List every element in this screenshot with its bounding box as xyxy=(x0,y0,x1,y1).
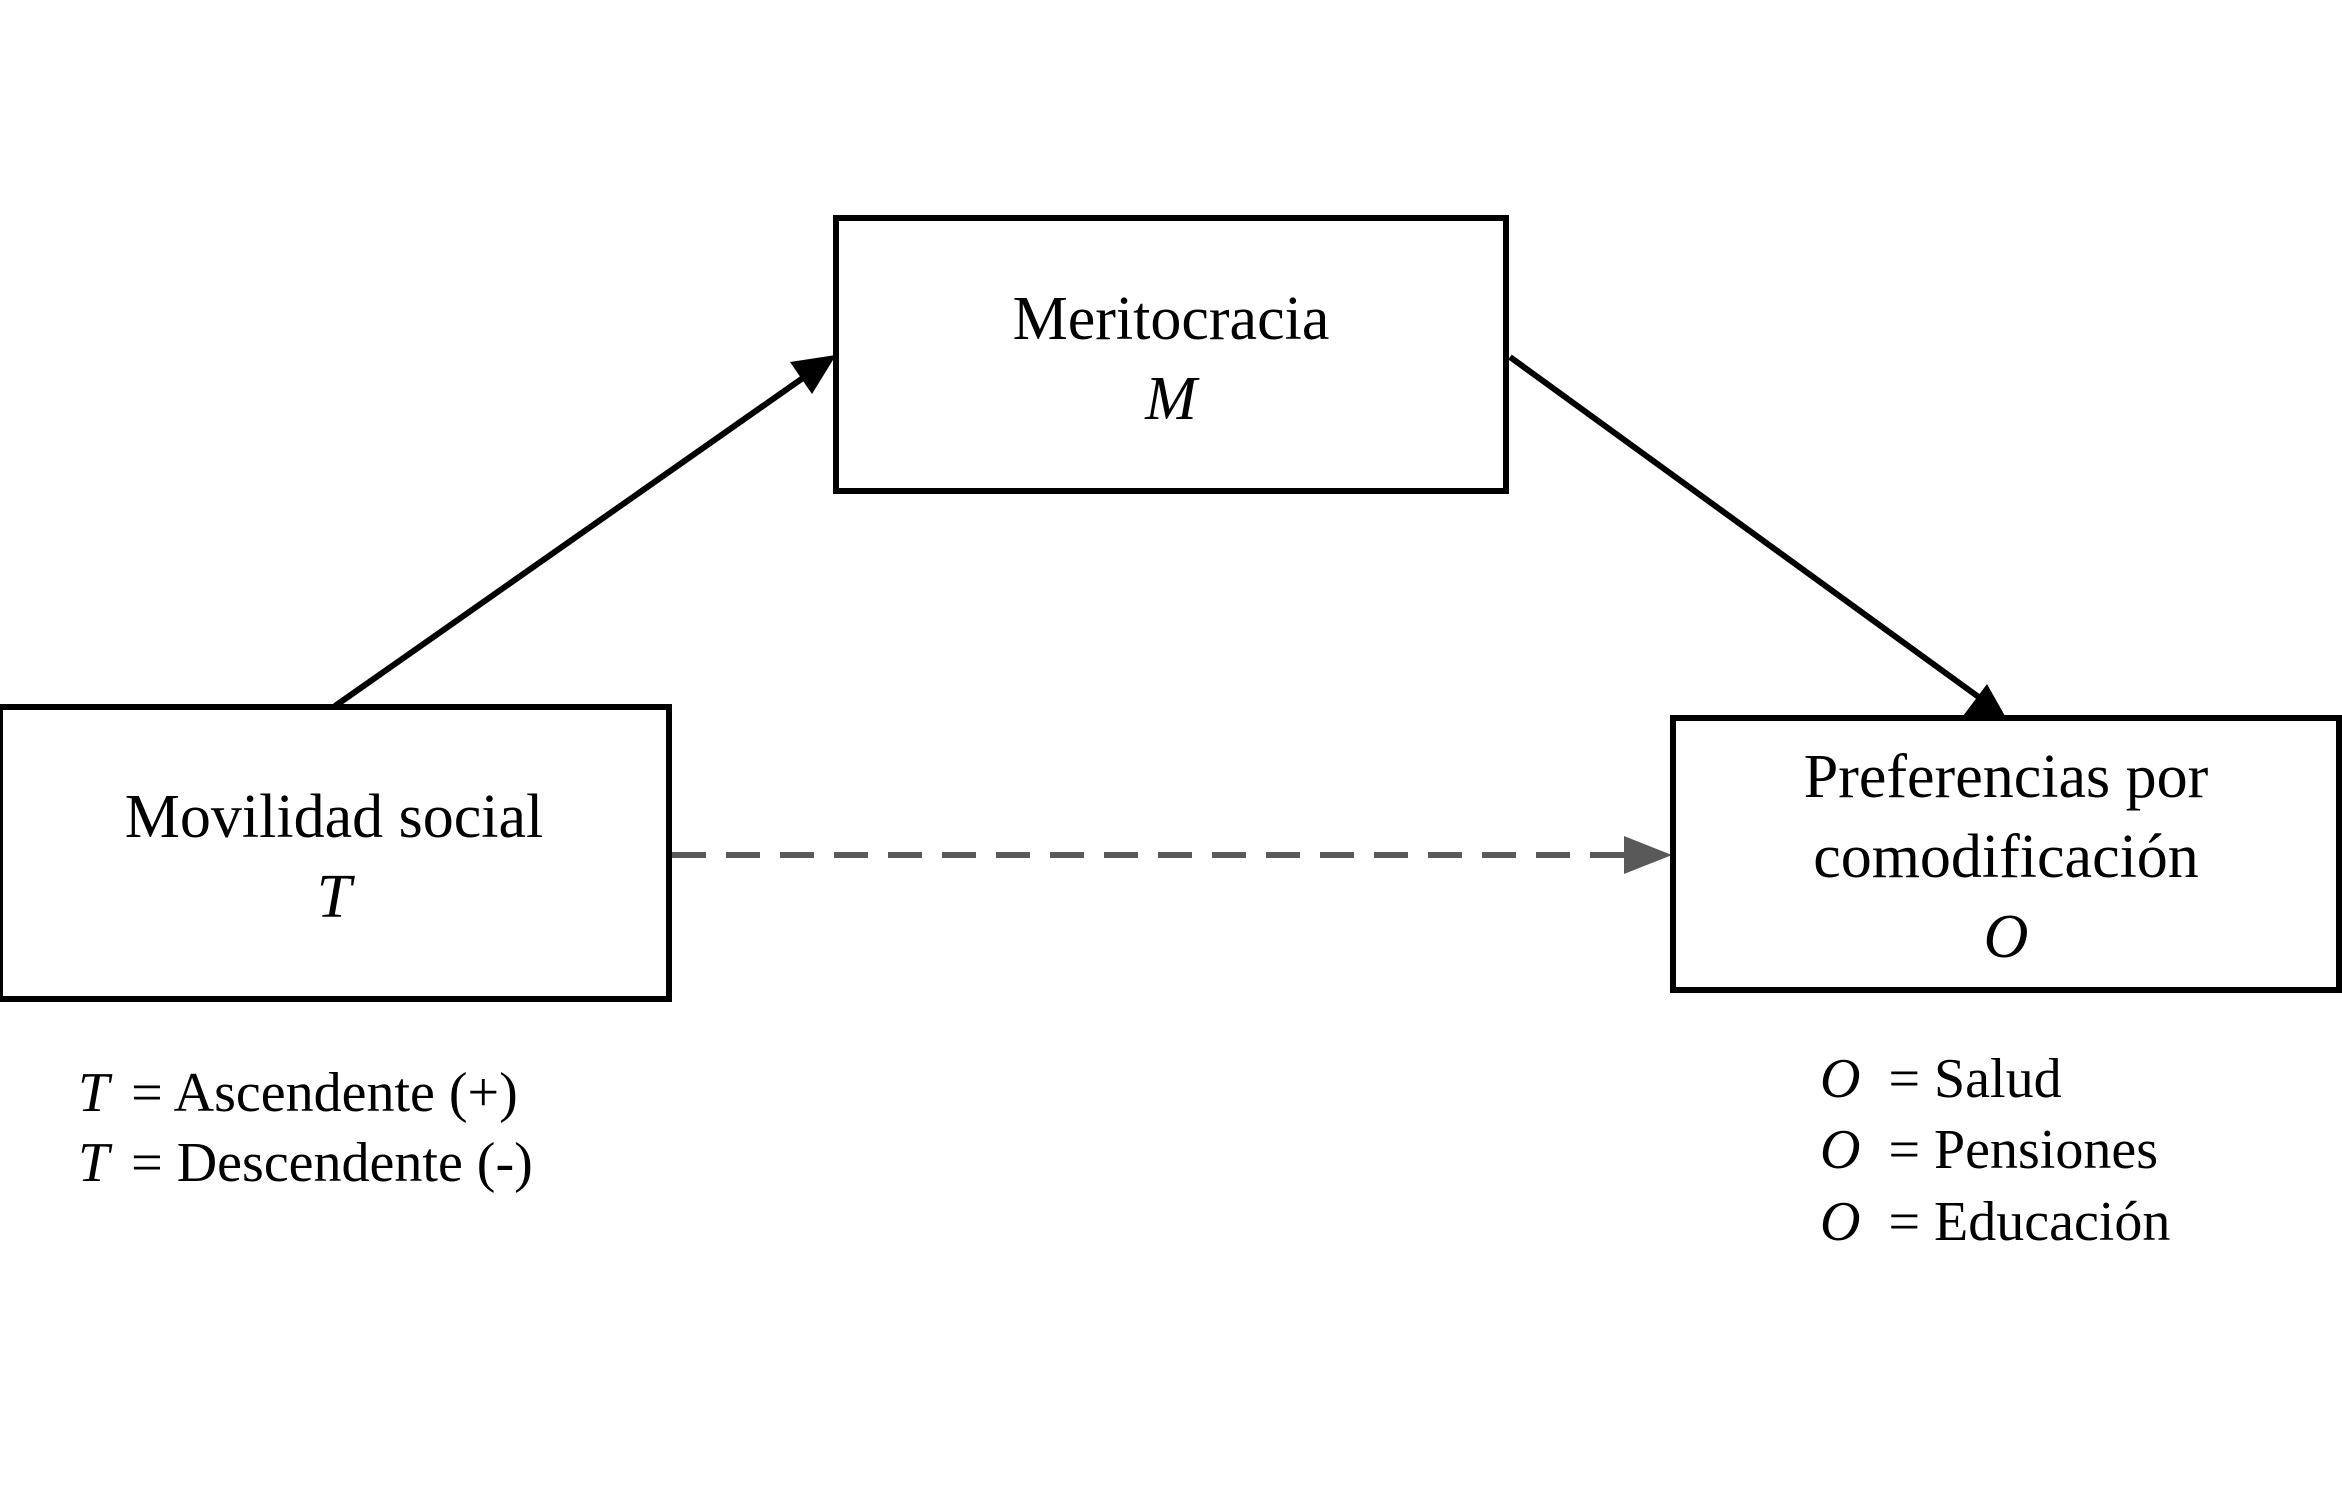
edge-treatment-to-mediator xyxy=(333,355,836,709)
edge-mediator-to-outcome xyxy=(1508,354,2005,716)
node-outcome-symbol: O xyxy=(1984,903,2029,971)
legend-outcome-text: = Salud xyxy=(1888,1048,2061,1110)
legend-treatment-symbol: T xyxy=(78,1132,113,1194)
node-treatment-symbol: T xyxy=(317,863,356,931)
legend-outcome-item: O = Educación xyxy=(1820,1191,2170,1253)
legend-outcome-text: = Pensiones xyxy=(1888,1119,2158,1181)
node-treatment-label: Movilidad social xyxy=(125,783,543,851)
legend-treatment-symbol: T xyxy=(78,1062,113,1124)
legend-outcome-symbol: O xyxy=(1820,1191,1860,1253)
legend-treatment-text: = Ascendente (+) xyxy=(131,1062,518,1124)
legend-outcome-item: O = Salud xyxy=(1820,1048,2062,1110)
legend-outcome-item: O = Pensiones xyxy=(1820,1119,2158,1181)
arrowhead-treatment-to-mediator xyxy=(790,355,836,394)
legend-outcome-text: = Educación xyxy=(1888,1191,2170,1253)
node-outcome-box xyxy=(1670,715,2342,993)
legend-treatment-text: = Descendente (-) xyxy=(131,1132,533,1194)
node-mediator-label: Meritocracia xyxy=(1013,285,1330,353)
legend-treatment: T = Ascendente (+) T = Descendente (-) xyxy=(78,1062,533,1194)
legend-outcome: O = Salud O = Pensiones O = Educación xyxy=(1820,1048,2170,1253)
node-outcome-label-line2: comodificación xyxy=(1813,823,2199,891)
node-outcome-label-line1: Preferencias por xyxy=(1804,743,2209,811)
arrowhead-mediator-to-outcome xyxy=(1963,684,2005,716)
node-outcome: Preferencias por comodificación O xyxy=(1670,715,2342,993)
node-mediator: Meritocracia M xyxy=(833,215,1509,494)
legend-outcome-symbol: O xyxy=(1820,1119,1860,1181)
node-treatment: Movilidad social T xyxy=(0,704,672,1002)
node-treatment-box xyxy=(0,704,672,1002)
node-mediator-symbol: M xyxy=(1144,365,1200,433)
legend-treatment-item: T = Ascendente (+) xyxy=(78,1062,518,1124)
legend-treatment-item: T = Descendente (-) xyxy=(78,1132,533,1194)
node-mediator-box xyxy=(833,215,1509,494)
legend-outcome-symbol: O xyxy=(1820,1048,1860,1110)
edge-treatment-to-outcome xyxy=(672,836,1672,874)
arrowhead-treatment-to-outcome xyxy=(1624,836,1672,874)
